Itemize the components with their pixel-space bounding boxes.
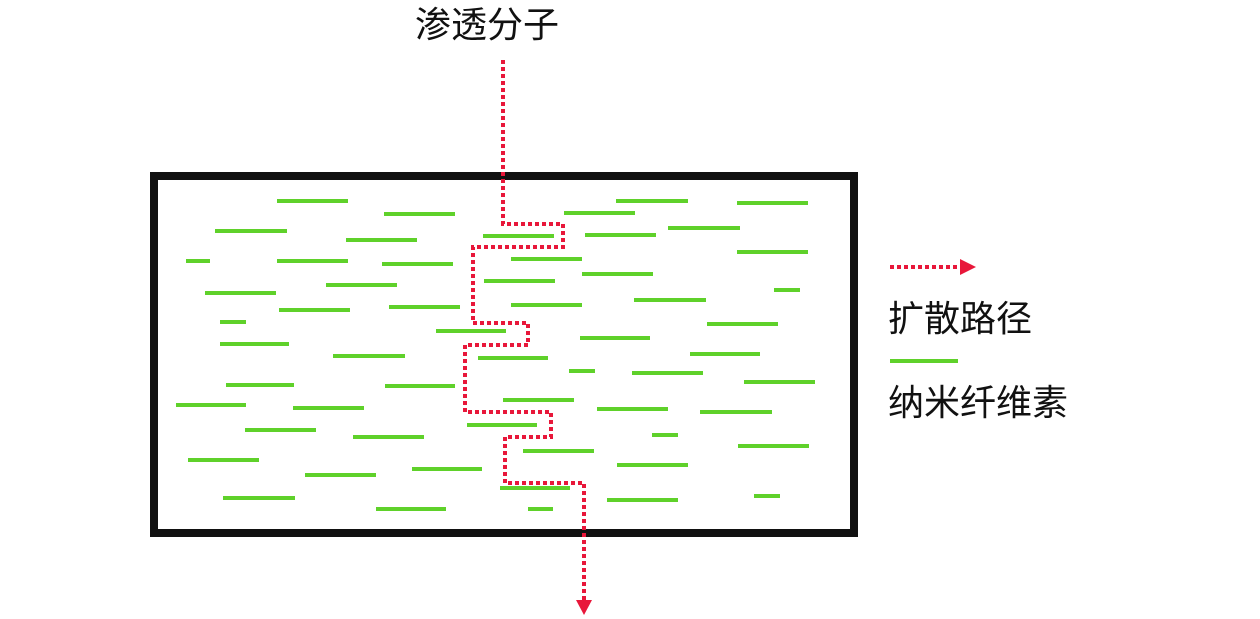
legend-diffusion-path-label: 扩散路径 (888, 299, 1033, 340)
diffusion-path (463, 60, 586, 604)
legend-arrowhead (960, 259, 976, 275)
legend-nanocellulose-label: 纳米纤维素 (888, 383, 1069, 424)
permeating-molecule-label: 渗透分子 (415, 5, 560, 46)
path-arrowhead (576, 600, 592, 615)
nanocellulose-fibers (176, 199, 815, 511)
